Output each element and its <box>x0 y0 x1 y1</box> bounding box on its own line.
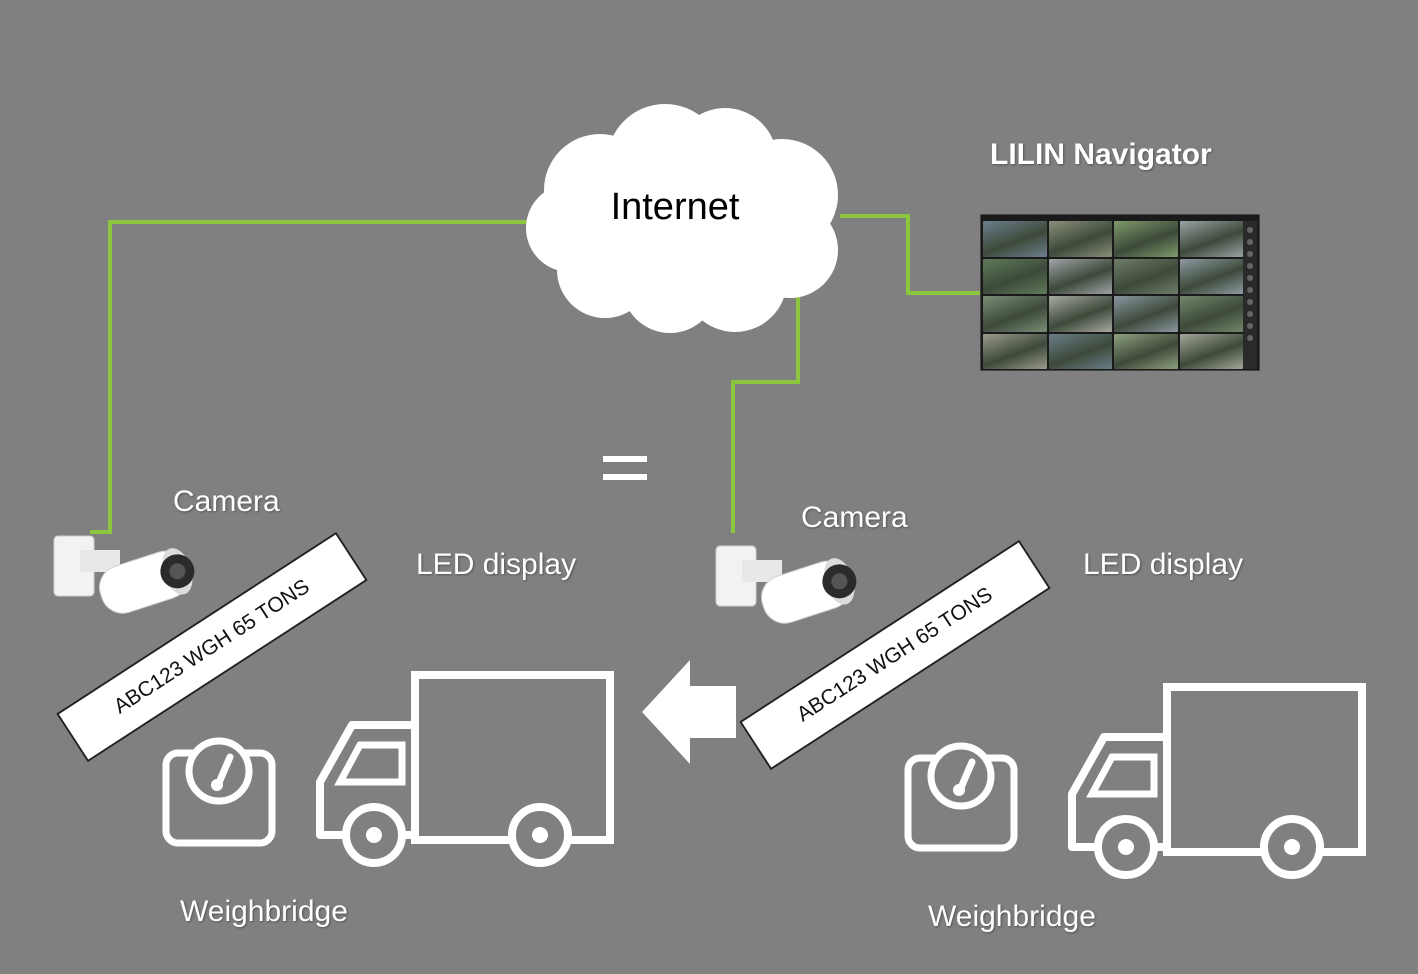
camera-feed-tile[interactable] <box>983 258 1047 294</box>
camera-feed-tile[interactable] <box>1114 333 1178 369</box>
navigator-side-panel <box>1243 221 1257 369</box>
camera-grid <box>983 221 1243 369</box>
camera-feed-tile[interactable] <box>1048 333 1112 369</box>
camera-feed-tile[interactable] <box>1114 296 1178 332</box>
camera-feed-tile[interactable] <box>1179 296 1243 332</box>
internet-label: Internet <box>610 186 740 228</box>
left-camera-icon <box>53 535 195 614</box>
navigator-screen[interactable] <box>980 214 1260 371</box>
left-weighbridge-label: Weighbridge <box>180 895 348 928</box>
right-camera-label: Camera <box>801 501 908 534</box>
navigator-title: LILIN Navigator <box>990 138 1212 171</box>
camera-feed-tile[interactable] <box>1048 221 1112 257</box>
right-led-label: LED display <box>1083 548 1244 581</box>
arrow-left-icon <box>642 660 736 764</box>
camera-feed-tile[interactable] <box>1048 258 1112 294</box>
left-weighbridge-scale-icon <box>162 737 276 847</box>
camera-feed-tile[interactable] <box>1048 296 1112 332</box>
wire-internet-to-right-camera <box>731 270 800 533</box>
wire-left-camera-to-internet <box>90 220 540 534</box>
camera-feed-tile[interactable] <box>1114 258 1178 294</box>
left-led-label: LED display <box>416 548 577 581</box>
equals-symbol <box>603 456 647 492</box>
right-truck-icon <box>1068 683 1366 879</box>
right-camera-icon <box>715 545 857 624</box>
camera-feed-tile[interactable] <box>1114 221 1178 257</box>
camera-feed-tile[interactable] <box>983 221 1047 257</box>
right-weighbridge-label: Weighbridge <box>928 900 1096 933</box>
camera-feed-tile[interactable] <box>983 333 1047 369</box>
camera-feed-tile[interactable] <box>1179 258 1243 294</box>
camera-feed-tile[interactable] <box>1179 333 1243 369</box>
camera-feed-tile[interactable] <box>983 296 1047 332</box>
camera-feed-tile[interactable] <box>1179 221 1243 257</box>
right-weighbridge-scale-icon <box>904 742 1018 852</box>
left-camera-label: Camera <box>173 485 280 518</box>
wire-internet-to-navigator <box>840 214 985 295</box>
cloud-icon <box>526 104 838 333</box>
left-truck-icon <box>316 671 614 867</box>
